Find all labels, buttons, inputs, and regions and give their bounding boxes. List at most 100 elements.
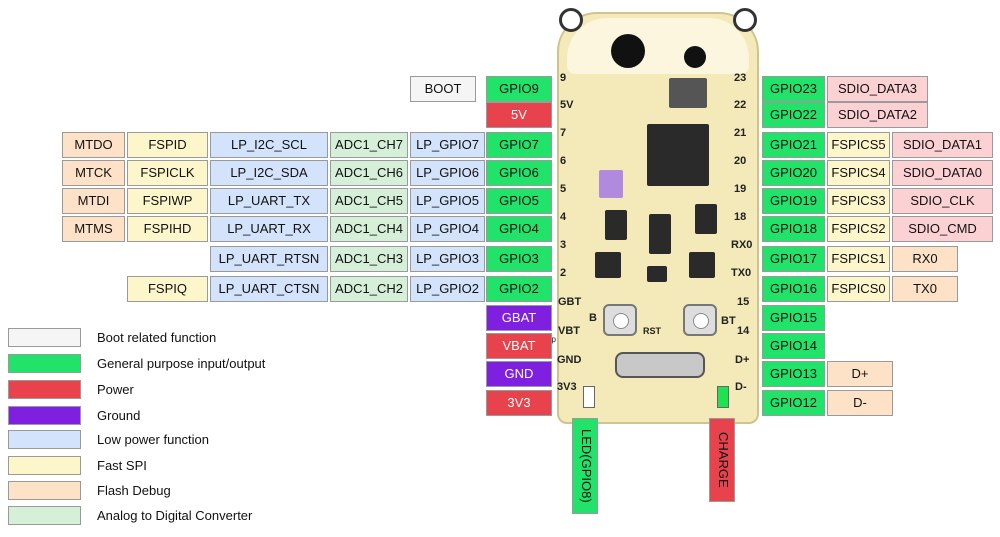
right-label-gpio23: GPIO23 [762, 76, 825, 102]
boot-button[interactable] [603, 304, 637, 336]
left-label-lp-i2c-sda: LP_I2C_SDA [210, 160, 328, 186]
board-purple-chip [599, 170, 623, 198]
left-label-gpio5: GPIO5 [486, 188, 552, 214]
legend-label: Low power function [97, 432, 210, 447]
left-label-gbat: GBAT [486, 305, 552, 331]
right-label-fspics1: FSPICS1 [827, 246, 890, 272]
board-chip-e [689, 252, 715, 278]
legend-label: Fast SPI [97, 458, 147, 473]
board-antenna-hole-right [684, 46, 706, 68]
left-label-lp-uart-rx: LP_UART_RX [210, 216, 328, 242]
board-chip-c [695, 204, 717, 234]
board-pin-left: 4 [560, 211, 567, 223]
board-main-chip [647, 124, 709, 186]
left-label-mtms: MTMS [62, 216, 125, 242]
left-label-gpio3: GPIO3 [486, 246, 552, 272]
left-label-fspiq: FSPIQ [127, 276, 208, 302]
legend-label: General purpose input/output [97, 356, 266, 371]
board-pin-right: RX0 [731, 239, 753, 251]
left-label-lp-uart-ctsn: LP_UART_CTSN [210, 276, 328, 302]
left-label-gpio4: GPIO4 [486, 216, 552, 242]
mount-hole-right [733, 8, 757, 32]
left-label-boot: BOOT [410, 76, 476, 102]
right-label-gpio13: GPIO13 [762, 361, 825, 387]
board-pin-right: 19 [734, 183, 747, 195]
left-label-fspiwp: FSPIWP [127, 188, 208, 214]
right-label-sdio-data0: SDIO_DATA0 [892, 160, 993, 186]
usb-c-connector [615, 352, 705, 378]
right-label-gpio20: GPIO20 [762, 160, 825, 186]
board-chip-a [605, 210, 627, 240]
left-label-adc1-ch3: ADC1_CH3 [330, 246, 408, 272]
right-label-fspics0: FSPICS0 [827, 276, 890, 302]
left-label-mtdo: MTDO [62, 132, 125, 158]
board-pin-left: 6 [560, 155, 567, 167]
board-pin-left: VBT [558, 325, 580, 337]
board-pin-left: 2 [560, 267, 567, 279]
left-label-adc1-ch4: ADC1_CH4 [330, 216, 408, 242]
board-pin-left: 5V [560, 99, 574, 111]
board-text-bt: BT [721, 315, 736, 327]
left-label-mtck: MTCK [62, 160, 125, 186]
board-top-chip [669, 78, 707, 108]
right-label-gpio15: GPIO15 [762, 305, 825, 331]
left-label-gpio6: GPIO6 [486, 160, 552, 186]
legend-label: Boot related function [97, 330, 217, 345]
left-label-lp-gpio3: LP_GPIO3 [410, 246, 485, 272]
left-label-fspid: FSPID [127, 132, 208, 158]
board-pin-right: 14 [737, 325, 750, 337]
right-label-sdio-data1: SDIO_DATA1 [892, 132, 993, 158]
left-label-mtdi: MTDI [62, 188, 125, 214]
board-pin-left: 9 [560, 72, 567, 84]
legend-label: Flash Debug [97, 483, 171, 498]
legend-swatch [8, 506, 81, 525]
board-pin-right: D- [735, 381, 747, 393]
right-label-fspics5: FSPICS5 [827, 132, 890, 158]
left-label-fspiclk: FSPICLK [127, 160, 208, 186]
right-label-gpio22: GPIO22 [762, 102, 825, 128]
board-chip-b [649, 214, 671, 254]
right-label-gpio12: GPIO12 [762, 390, 825, 416]
left-label-lp-uart-tx: LP_UART_TX [210, 188, 328, 214]
legend-label: Power [97, 382, 134, 397]
left-label-adc1-ch7: ADC1_CH7 [330, 132, 408, 158]
legend-swatch [8, 456, 81, 475]
left-label-lp-gpio5: LP_GPIO5 [410, 188, 485, 214]
board-pin-left: 7 [560, 127, 567, 139]
left-label-adc1-ch6: ADC1_CH6 [330, 160, 408, 186]
right-label-gpio18: GPIO18 [762, 216, 825, 242]
legend-swatch [8, 354, 81, 373]
left-label-lp-gpio2: LP_GPIO2 [410, 276, 485, 302]
board-pin-left: 5 [560, 183, 567, 195]
board-pin-right: 20 [734, 155, 747, 167]
left-label-gpio2: GPIO2 [486, 276, 552, 302]
left-label-adc1-ch5: ADC1_CH5 [330, 188, 408, 214]
dev-board: B RST BT Tap [543, 8, 759, 424]
right-label-sdio-clk: SDIO_CLK [892, 188, 993, 214]
legend-label: Ground [97, 408, 141, 423]
board-pin-left: 3 [560, 239, 567, 251]
right-label-sdio-data3: SDIO_DATA3 [827, 76, 928, 102]
reset-button[interactable] [683, 304, 717, 336]
board-pin-right: 21 [734, 127, 747, 139]
board-text-boot: B [589, 312, 597, 324]
right-label-gpio16: GPIO16 [762, 276, 825, 302]
left-label-5v: 5V [486, 102, 552, 128]
right-label-gpio21: GPIO21 [762, 132, 825, 158]
left-label-gpio7: GPIO7 [486, 132, 552, 158]
left-label-fspihd: FSPIHD [127, 216, 208, 242]
legend-swatch [8, 328, 81, 347]
left-label-lp-uart-rtsn: LP_UART_RTSN [210, 246, 328, 272]
left-label-lp-i2c-scl: LP_I2C_SCL [210, 132, 328, 158]
right-label-tx0: TX0 [892, 276, 958, 302]
mount-hole-left [559, 8, 583, 32]
right-label-rx0: RX0 [892, 246, 958, 272]
led-indicator [583, 386, 595, 408]
right-label-fspics4: FSPICS4 [827, 160, 890, 186]
board-pin-right: D+ [735, 354, 750, 366]
legend-swatch [8, 380, 81, 399]
right-label-gpio14: GPIO14 [762, 333, 825, 359]
right-label-gpio19: GPIO19 [762, 188, 825, 214]
right-label-d: D+ [827, 361, 893, 387]
left-label-gpio9: GPIO9 [486, 76, 552, 102]
